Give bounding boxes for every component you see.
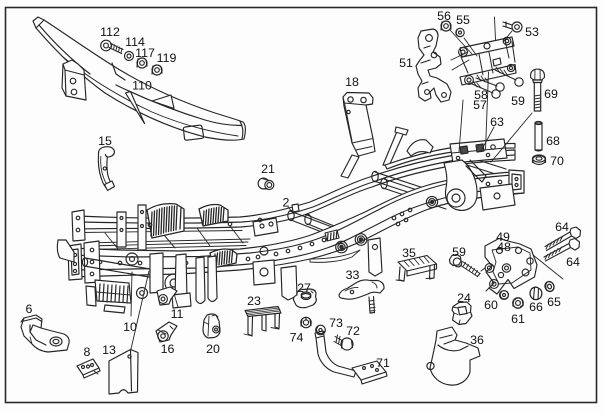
- svg-text:72: 72: [346, 324, 360, 338]
- svg-text:49: 49: [496, 230, 510, 244]
- svg-text:8: 8: [84, 345, 91, 359]
- svg-text:21: 21: [261, 162, 275, 176]
- svg-text:110: 110: [132, 79, 152, 93]
- svg-text:53: 53: [525, 25, 539, 39]
- svg-text:71: 71: [376, 356, 390, 370]
- svg-text:57: 57: [473, 98, 487, 112]
- svg-text:56: 56: [437, 9, 451, 23]
- svg-text:33: 33: [346, 268, 360, 282]
- svg-text:6: 6: [26, 302, 33, 316]
- svg-text:59: 59: [511, 94, 525, 108]
- svg-text:74: 74: [290, 331, 304, 345]
- svg-text:61: 61: [511, 312, 525, 326]
- svg-text:63: 63: [490, 115, 504, 129]
- svg-text:13: 13: [102, 343, 116, 357]
- svg-text:55: 55: [456, 13, 470, 27]
- svg-text:58: 58: [474, 88, 488, 102]
- svg-text:64: 64: [566, 255, 580, 269]
- svg-text:24: 24: [457, 291, 471, 305]
- svg-text:65: 65: [547, 295, 561, 309]
- svg-text:16: 16: [161, 342, 175, 356]
- svg-text:60: 60: [484, 298, 498, 312]
- svg-text:51: 51: [399, 56, 413, 70]
- svg-text:117: 117: [135, 46, 155, 60]
- svg-text:70: 70: [550, 154, 564, 168]
- svg-text:2: 2: [283, 196, 290, 210]
- svg-text:27: 27: [297, 281, 311, 295]
- svg-text:36: 36: [470, 333, 484, 347]
- svg-text:15: 15: [98, 134, 112, 148]
- svg-text:23: 23: [247, 294, 261, 308]
- svg-text:69: 69: [544, 87, 558, 101]
- svg-text:64: 64: [555, 220, 569, 234]
- svg-text:10: 10: [123, 320, 137, 334]
- svg-text:112: 112: [100, 25, 120, 39]
- svg-text:48: 48: [497, 240, 511, 254]
- svg-text:73: 73: [329, 316, 343, 330]
- svg-text:20: 20: [206, 342, 220, 356]
- svg-text:59: 59: [452, 245, 466, 259]
- svg-text:68: 68: [546, 134, 560, 148]
- svg-text:35: 35: [402, 246, 416, 260]
- svg-text:18: 18: [345, 75, 359, 89]
- svg-text:119: 119: [157, 51, 177, 65]
- svg-text:114: 114: [125, 35, 145, 49]
- svg-text:11: 11: [171, 307, 184, 321]
- svg-text:66: 66: [529, 300, 543, 314]
